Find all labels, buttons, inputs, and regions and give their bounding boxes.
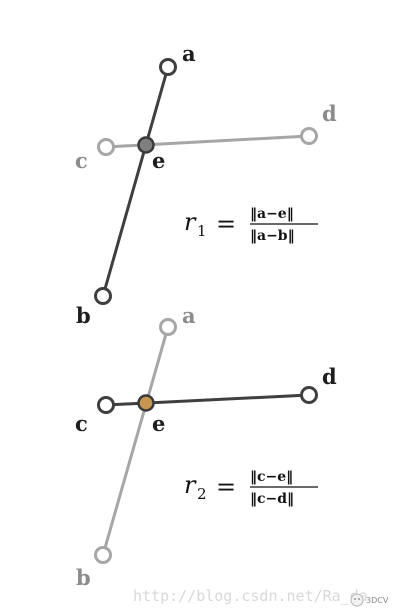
top-formula-numerator: ‖a−e‖ xyxy=(250,206,294,222)
bottom-formula-numerator: ‖c−e‖ xyxy=(250,469,293,485)
top-formula-equals: = xyxy=(216,210,236,238)
top-point-c xyxy=(97,138,115,156)
bottom-segment-ab xyxy=(101,326,170,556)
top-segment-cd xyxy=(105,134,310,149)
bottom-segment-cd xyxy=(105,393,310,407)
wechat-icon xyxy=(350,593,364,607)
bottom-point-d xyxy=(300,386,318,404)
watermark-badge-label: 3DCV xyxy=(366,596,389,605)
bottom-point-a xyxy=(159,318,177,336)
watermark: http://blog.csdn.net/Ra_da 3DCV xyxy=(133,587,389,607)
bottom-point-b xyxy=(94,546,112,564)
top-formula-var: r xyxy=(184,208,197,236)
bottom-formula-var: r xyxy=(184,471,197,499)
top-point-d xyxy=(300,127,318,145)
bottom-formula-sub: 2 xyxy=(197,485,207,503)
bottom-label-d: d xyxy=(322,364,337,389)
bottom-panel: a b c d e r 2 = ‖c−e‖ ‖c−d‖ xyxy=(75,303,337,590)
bottom-point-e xyxy=(137,394,155,412)
bottom-label-b: b xyxy=(76,565,91,590)
top-formula-sub: 1 xyxy=(197,222,207,240)
bottom-formula-equals: = xyxy=(216,473,236,501)
top-label-d: d xyxy=(322,101,337,126)
bottom-formula-denominator: ‖c−d‖ xyxy=(250,491,294,507)
top-point-a xyxy=(159,58,177,76)
bottom-point-c xyxy=(97,396,115,414)
top-formula-denominator: ‖a−b‖ xyxy=(250,228,295,244)
bottom-label-a: a xyxy=(182,303,196,328)
top-label-c: c xyxy=(75,148,88,173)
watermark-url: http://blog.csdn.net/Ra_da xyxy=(133,587,368,605)
top-panel: a b c d e r 1 = ‖a−e‖ ‖a−b‖ xyxy=(75,41,337,328)
bottom-label-e: e xyxy=(152,411,165,436)
top-point-b xyxy=(94,287,112,305)
top-point-e xyxy=(137,136,155,154)
top-formula: r 1 = ‖a−e‖ ‖a−b‖ xyxy=(184,206,318,244)
top-label-b: b xyxy=(76,303,91,328)
top-label-a: a xyxy=(182,41,196,66)
bottom-label-c: c xyxy=(75,411,88,436)
watermark-badge: 3DCV xyxy=(350,593,389,607)
bottom-formula: r 2 = ‖c−e‖ ‖c−d‖ xyxy=(184,469,318,507)
top-label-e: e xyxy=(152,148,165,173)
top-segment-ab xyxy=(101,66,170,297)
